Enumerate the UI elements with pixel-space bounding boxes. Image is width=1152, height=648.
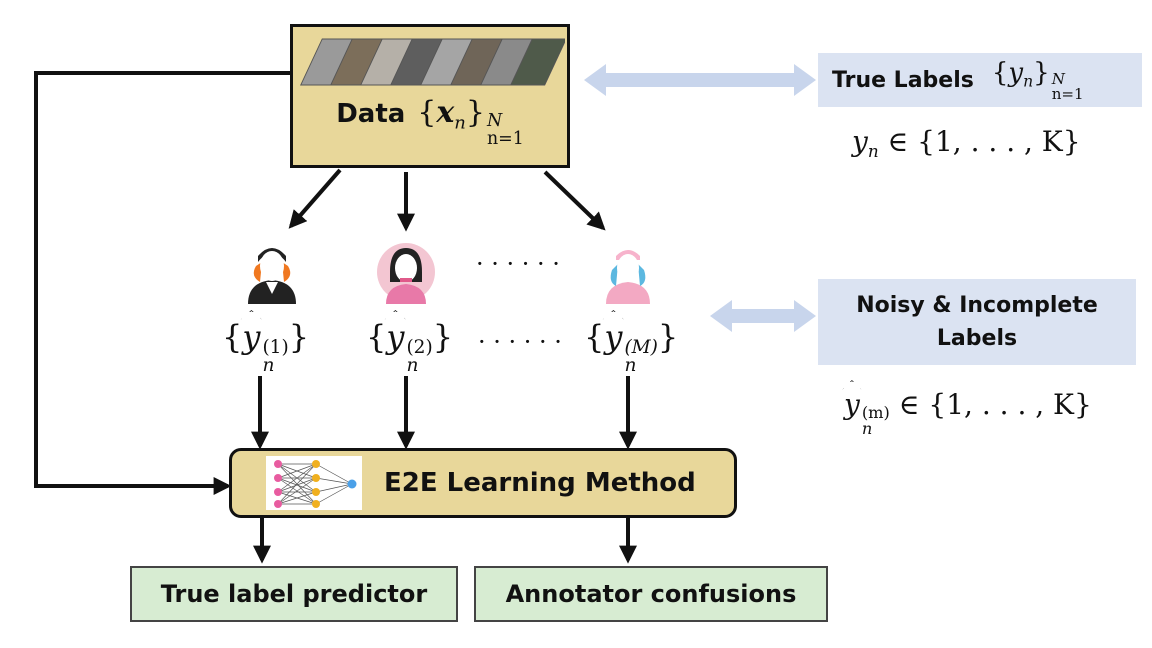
noisy-labels-box: Noisy & Incomplete Labels [818,279,1136,365]
annotation-set-2: {y(2)n} [366,318,454,377]
output-true-label-predictor: True label predictor [130,566,458,622]
true-label-domain: yn ∈ {1, . . . , K} [852,125,1081,161]
annotator-m-avatar [606,250,650,304]
noisy-labels-line2: Labels [936,326,1018,351]
loop-arrow [34,71,290,495]
output-true-label-predictor-label: True label predictor [160,580,428,608]
noisy-labels-line1: Noisy & Incomplete [856,293,1098,318]
double-arrow-true-labels [584,64,816,96]
dots-row-labels: · · · · · · [478,328,562,356]
annotation-set-m: {y(M)n} [584,318,679,377]
method-label: E2E Learning Method [384,468,696,498]
arrow-data-annotator-1 [288,168,342,229]
output-annotator-confusions-label: Annotator confusions [505,580,797,608]
annotator-2-avatar [377,243,435,304]
output-annotator-confusions: Annotator confusions [474,566,828,622]
neural-network-icon [266,456,362,510]
annotator-1-avatar [248,248,296,304]
dots-row-avatars: · · · · · · [476,250,560,278]
double-arrow-noisy-labels [710,300,816,332]
data-label: Data [336,99,406,129]
image-stack [300,38,565,86]
method-box: E2E Learning Method [229,448,737,518]
noisy-label-domain: y(m)n ∈ {1, . . . , K} [844,388,1092,439]
true-labels-label: True Labels [832,67,974,93]
annotation-set-1: {y(1)n} [222,318,310,377]
arrow-data-annotator-m [543,170,606,231]
